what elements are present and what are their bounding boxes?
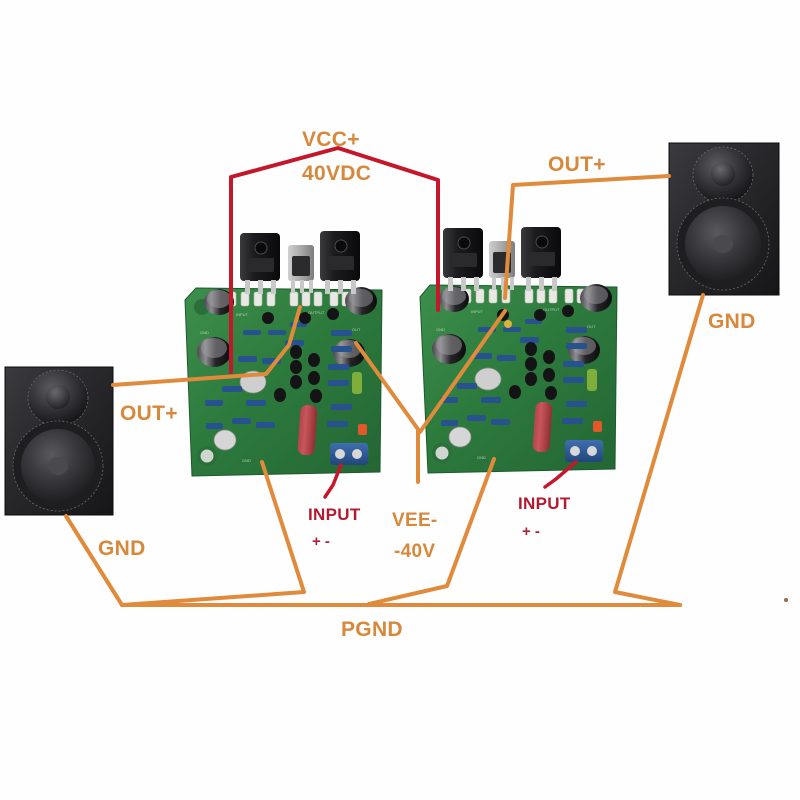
label-gnd-left: GND xyxy=(98,537,146,560)
pgnd-branch-right xyxy=(367,457,496,606)
speaker-out-right-wire xyxy=(503,174,671,300)
gnd-right-wire xyxy=(613,293,705,607)
label-input-right-polarity: + - xyxy=(522,523,540,540)
input-left-wire xyxy=(323,463,343,499)
label-out-left: OUT+ xyxy=(120,402,178,425)
svg-text:OUTPUT: OUTPUT xyxy=(308,310,325,315)
label-input-left: INPUT xyxy=(308,505,361,524)
input-right-wire xyxy=(543,460,578,489)
svg-text:OUT: OUT xyxy=(587,324,596,329)
label-vcc: VCC+ xyxy=(302,128,360,151)
svg-text:OUT: OUT xyxy=(352,327,361,332)
svg-text:GND: GND xyxy=(242,458,251,463)
speaker-left xyxy=(4,366,114,516)
label-out-right: OUT+ xyxy=(548,153,606,176)
speaker-out-left-wire xyxy=(111,305,302,387)
amplifier-board-right: INPUT OUTPUT GND GND OUT xyxy=(419,284,618,474)
label-vee: VEE- xyxy=(392,510,438,531)
label-pgnd: PGND xyxy=(341,618,403,641)
label-input-left-polarity: + - xyxy=(312,533,330,550)
stray-dot xyxy=(784,598,788,602)
label-gnd-right: GND xyxy=(708,310,756,333)
svg-text:OUTPUT: OUTPUT xyxy=(543,307,560,312)
svg-text:GND: GND xyxy=(436,327,445,332)
svg-text:GND: GND xyxy=(477,455,486,460)
label-vee-value: -40V xyxy=(394,541,436,562)
svg-text:INPUT: INPUT xyxy=(471,309,484,314)
label-input-right: INPUT xyxy=(518,494,571,513)
power-transistors-left xyxy=(240,231,360,294)
svg-text:GND: GND xyxy=(200,330,209,335)
pgnd-branch-left xyxy=(120,460,306,607)
vcc-power-wire xyxy=(229,146,440,374)
power-transistors-right xyxy=(443,227,561,291)
svg-text:INPUT: INPUT xyxy=(236,312,249,317)
gnd-left-wire xyxy=(64,514,124,607)
speaker-right xyxy=(668,142,780,296)
label-vcc-value: 40VDC xyxy=(302,162,372,185)
amplifier-board-left: INPUT OUTPUT GND GND OUT xyxy=(184,287,383,477)
